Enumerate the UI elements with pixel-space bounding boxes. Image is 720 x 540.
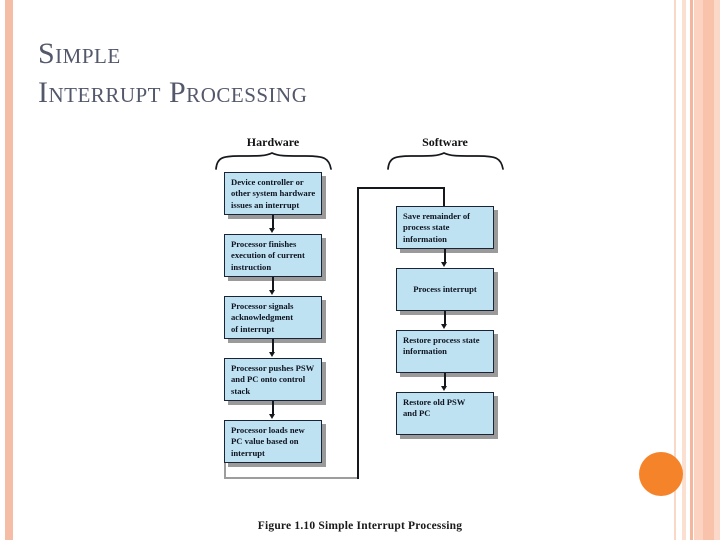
arrowhead-sw-1-2 bbox=[441, 262, 447, 267]
connector-sw-2-3 bbox=[444, 311, 446, 325]
brace-software bbox=[387, 152, 504, 170]
connector-hw-1-2 bbox=[272, 215, 274, 229]
connector-hw-3-4 bbox=[272, 339, 274, 353]
column-heading-software: Software bbox=[422, 135, 468, 149]
arrowhead-hw-2-3 bbox=[269, 290, 275, 295]
arrowhead-sw-3-4 bbox=[441, 386, 447, 391]
right-accent-stripe-6 bbox=[714, 0, 720, 540]
connector-sw-1-2 bbox=[444, 249, 446, 263]
connector-sw-3-4 bbox=[444, 373, 446, 387]
right-accent-stripe-2 bbox=[682, 0, 686, 540]
flow-node-hw-4[interactable]: Processor pushes PSW and PC onto control… bbox=[224, 358, 322, 401]
orange-circle-decoration bbox=[639, 452, 683, 496]
right-accent-stripe-4 bbox=[694, 0, 703, 540]
connector-riser-vertical bbox=[357, 187, 359, 479]
flow-node-sw-2[interactable]: Process interrupt bbox=[396, 268, 494, 311]
left-accent-stripe bbox=[5, 0, 13, 540]
connector-return-right bbox=[224, 477, 359, 479]
right-accent-stripe-5 bbox=[703, 0, 714, 540]
right-accent-stripe-1 bbox=[674, 0, 676, 540]
arrowhead-hw-1-2 bbox=[269, 228, 275, 233]
figure-caption: Figure 1.10 Simple Interrupt Processing bbox=[257, 520, 463, 532]
arrowhead-hw-3-4 bbox=[269, 352, 275, 357]
connector-riser-horizontal bbox=[357, 187, 444, 189]
connector-hw-2-3 bbox=[272, 277, 274, 291]
flow-node-sw-1[interactable]: Save remainder of process state informat… bbox=[396, 206, 494, 249]
right-accent-stripe-3 bbox=[690, 0, 693, 540]
flow-node-sw-4[interactable]: Restore old PSW and PC bbox=[396, 392, 494, 435]
brace-hardware bbox=[215, 152, 332, 170]
flow-node-hw-5[interactable]: Processor loads new PC value based on in… bbox=[224, 420, 322, 463]
slide-title: Simple Interrupt Processing bbox=[38, 37, 308, 109]
column-heading-hardware: Hardware bbox=[246, 135, 300, 149]
flow-node-sw-3[interactable]: Restore process state information bbox=[396, 330, 494, 373]
connector-return-down bbox=[224, 463, 226, 479]
connector-into-sw-1 bbox=[443, 187, 445, 209]
arrowhead-sw-2-3 bbox=[441, 324, 447, 329]
arrowhead-hw-4-5 bbox=[269, 414, 275, 419]
flow-node-hw-3[interactable]: Processor signals acknowledgment of inte… bbox=[224, 296, 322, 339]
flow-node-hw-1[interactable]: Device controller or other system hardwa… bbox=[224, 172, 322, 215]
flow-node-hw-2[interactable]: Processor finishes execution of current … bbox=[224, 234, 322, 277]
connector-hw-4-5 bbox=[272, 401, 274, 415]
